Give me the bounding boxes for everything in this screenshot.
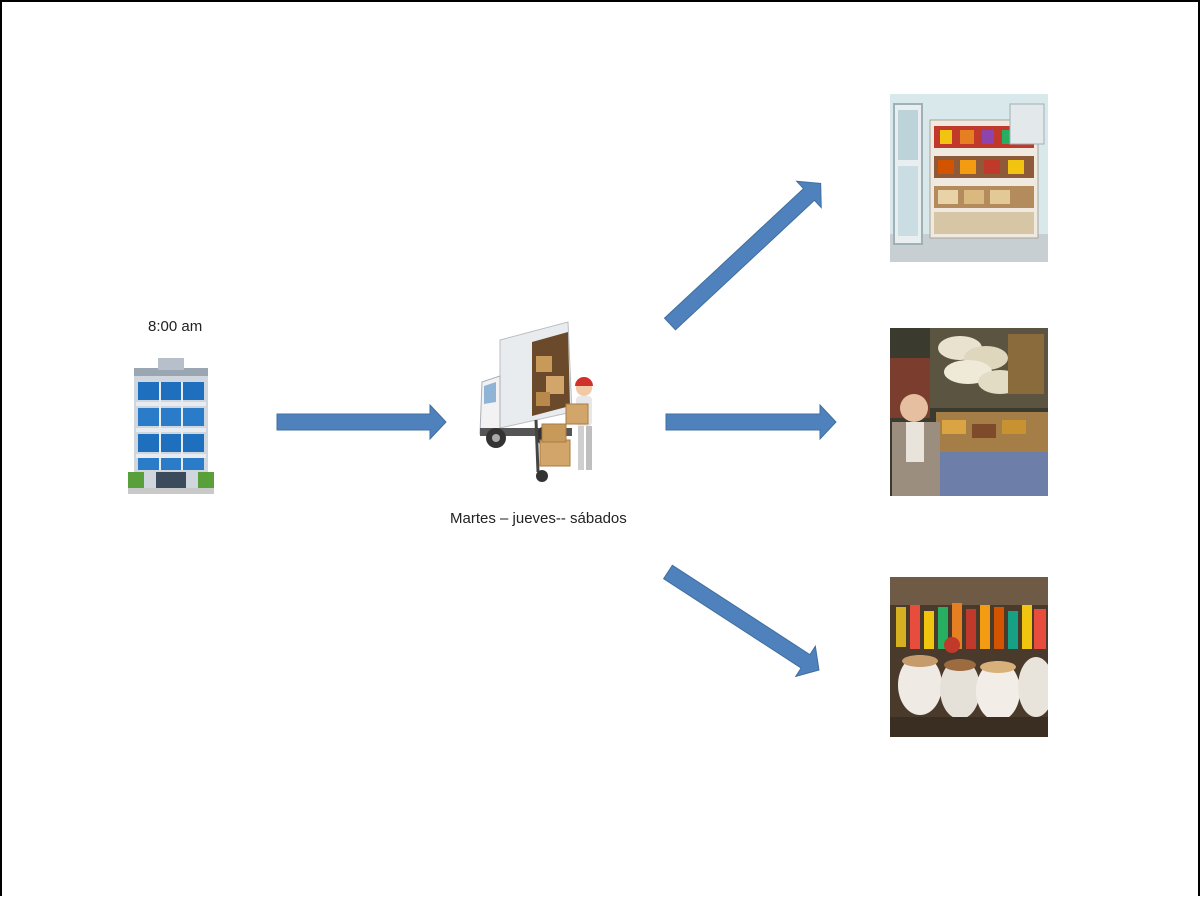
- arrow-truck-to-market: [662, 564, 820, 678]
- office-building-icon: [128, 358, 214, 494]
- arrow-building-to-truck: [276, 403, 447, 441]
- delivery-days-label: Martes – jueves-- sábados: [450, 510, 627, 527]
- delivery-truck-icon: [476, 320, 604, 490]
- market-stall-products-image: [890, 577, 1048, 737]
- grocery-store-shelves-image: [890, 94, 1048, 262]
- arrow-truck-to-vendor: [665, 403, 837, 441]
- market-vendor-image: [890, 328, 1048, 496]
- arrow-truck-to-store: [663, 180, 822, 331]
- departure-time-label: 8:00 am: [148, 318, 203, 335]
